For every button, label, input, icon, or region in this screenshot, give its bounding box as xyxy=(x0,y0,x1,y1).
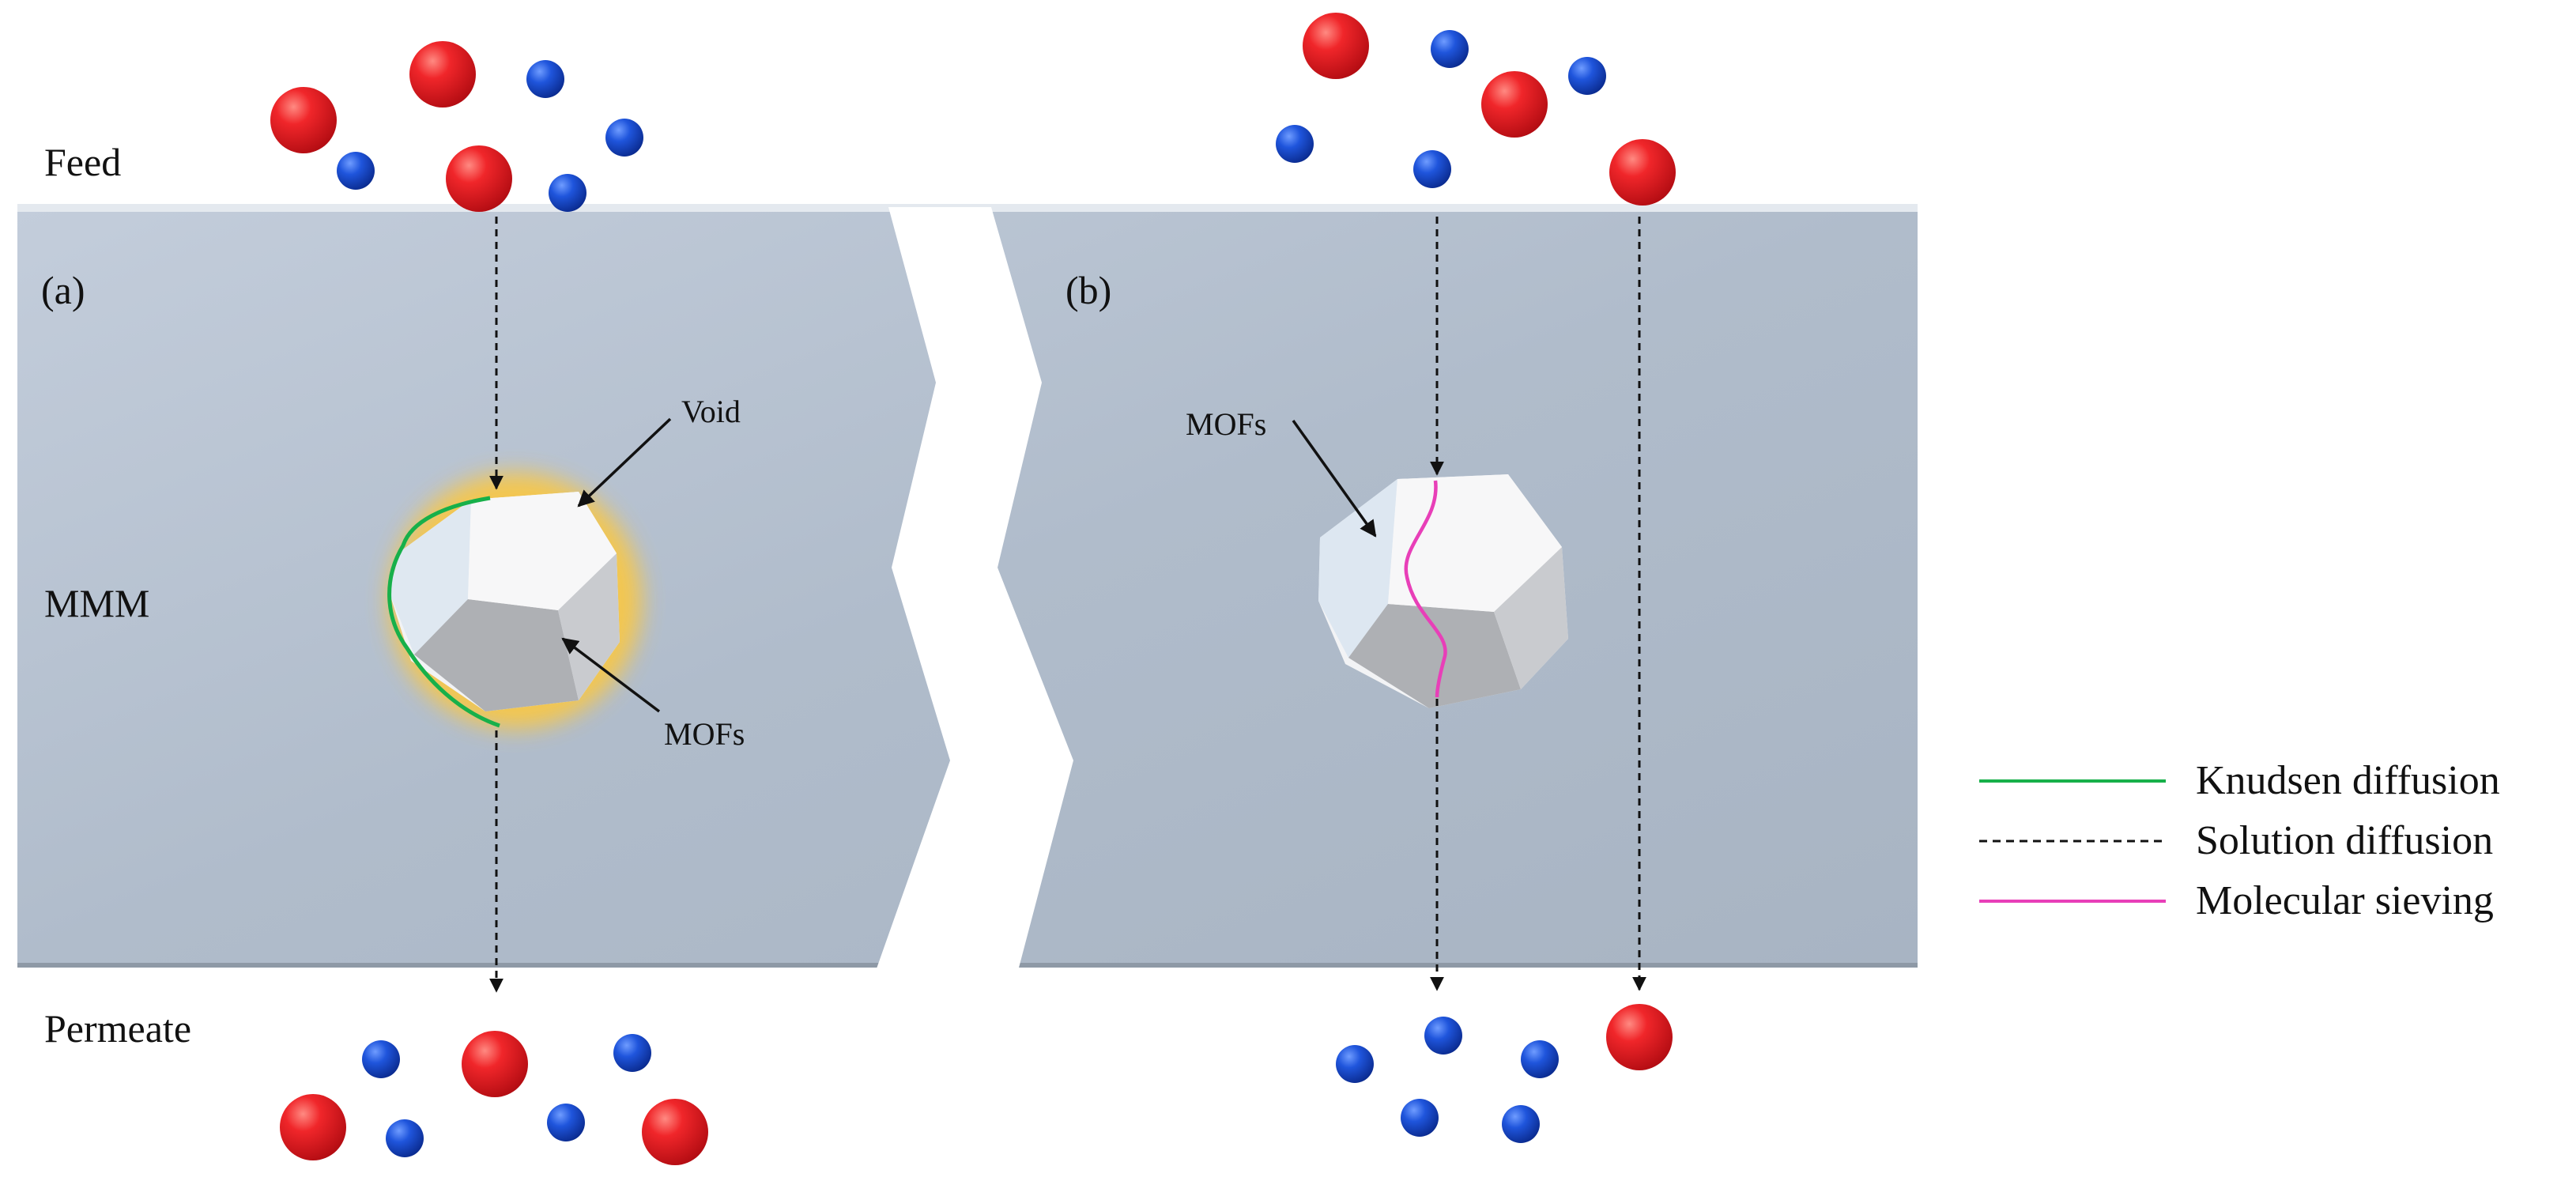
mofs-label-b: MOFs xyxy=(1186,406,1266,442)
legend-label: Knudsen diffusion xyxy=(2196,758,2500,803)
large-molecule xyxy=(642,1099,708,1165)
small-molecule xyxy=(1521,1040,1559,1078)
void-pointer-arrow xyxy=(577,417,672,507)
legend: Knudsen diffusion Solution diffusion Mol… xyxy=(1979,758,2500,923)
large-molecule xyxy=(1606,1004,1673,1070)
large-molecule xyxy=(1481,71,1548,138)
feed-label: Feed xyxy=(44,140,121,184)
small-molecule xyxy=(1424,1017,1462,1055)
panel-b-label: (b) xyxy=(1065,268,1111,312)
small-molecule xyxy=(362,1040,400,1078)
knudsen-path xyxy=(387,496,500,728)
large-molecule xyxy=(1609,139,1676,206)
mofs-pointer-arrow xyxy=(1292,419,1377,538)
small-molecule xyxy=(547,1104,585,1141)
small-molecule xyxy=(526,60,564,98)
large-molecule xyxy=(1303,13,1369,79)
mof-particle xyxy=(1318,474,1568,708)
legend-item-sieving: Molecular sieving xyxy=(1979,878,2494,923)
panel-a-label: (a) xyxy=(41,268,85,312)
large-molecule xyxy=(409,41,476,108)
small-molecule xyxy=(386,1119,424,1157)
small-molecule xyxy=(1568,57,1606,95)
legend-item-knudsen: Knudsen diffusion xyxy=(1979,758,2500,803)
membrane-break xyxy=(876,207,1073,971)
large-molecule xyxy=(462,1031,528,1097)
mmm-label: MMM xyxy=(44,581,149,625)
mofs-label-a: MOFs xyxy=(664,716,745,752)
large-molecule xyxy=(280,1094,346,1160)
small-molecule xyxy=(1502,1105,1540,1143)
legend-item-solution: Solution diffusion xyxy=(1979,818,2493,863)
small-molecule xyxy=(1276,125,1314,163)
small-molecule xyxy=(1413,150,1451,188)
small-molecule xyxy=(1401,1099,1439,1137)
feed-molecules-b xyxy=(1276,13,1676,206)
large-molecule xyxy=(446,145,512,212)
void-label: Void xyxy=(681,394,741,429)
small-molecule xyxy=(1431,30,1469,68)
small-molecule xyxy=(613,1034,651,1072)
permeate-label: Permeate xyxy=(44,1006,191,1051)
permeate-molecules-a xyxy=(280,1031,708,1165)
small-molecule xyxy=(549,174,586,212)
molecular-sieving-path xyxy=(1404,480,1447,698)
large-molecule xyxy=(270,87,337,153)
feed-molecules-a xyxy=(270,41,643,212)
mof-particle-with-void xyxy=(387,473,642,729)
legend-label: Solution diffusion xyxy=(2196,818,2493,863)
mofs-pointer-arrow xyxy=(561,637,661,713)
small-molecule xyxy=(605,119,643,157)
permeate-molecules-b xyxy=(1336,1004,1673,1143)
small-molecule xyxy=(337,152,375,190)
legend-label: Molecular sieving xyxy=(2196,878,2494,923)
small-molecule xyxy=(1336,1045,1374,1083)
